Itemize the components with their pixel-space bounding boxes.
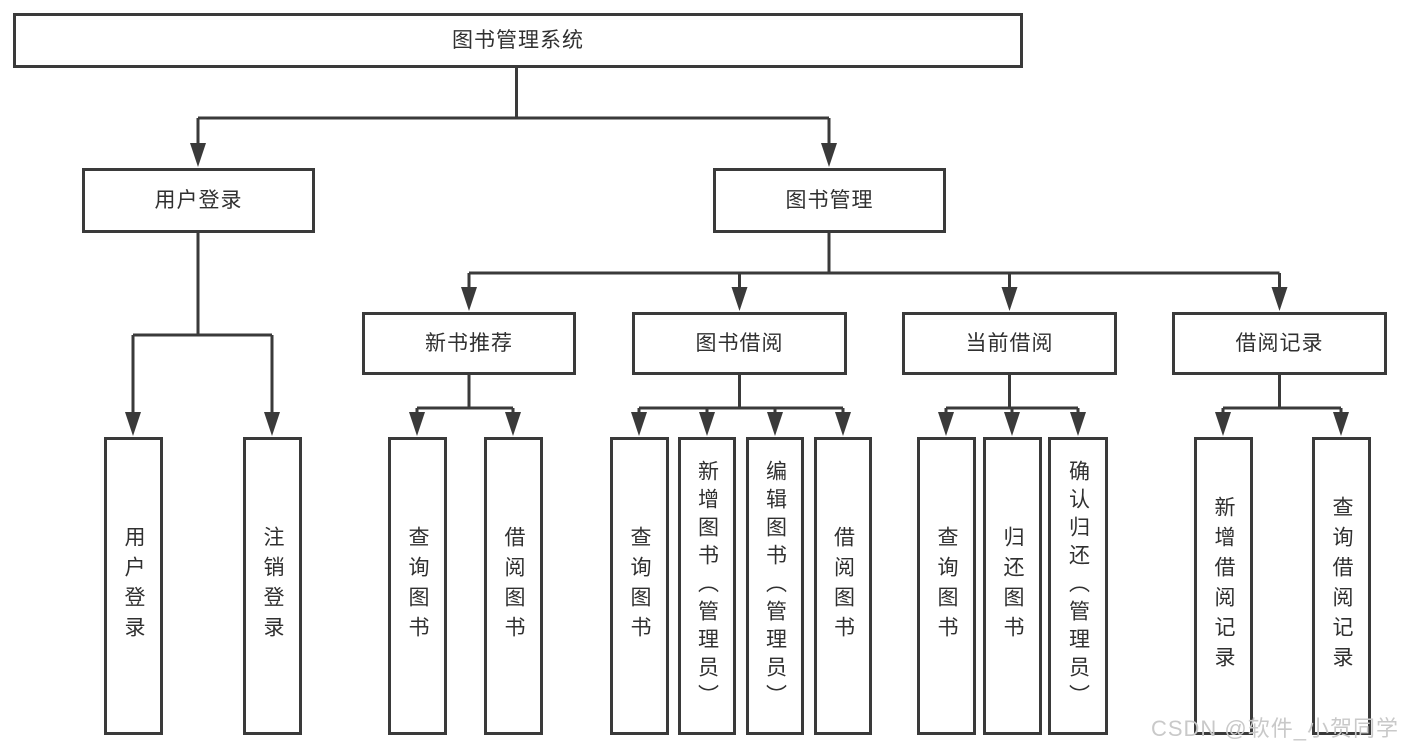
node-book-management: 图书管理 <box>713 168 946 233</box>
leaf-cb-confirm-return-admin-label: 确认归还（管理员） <box>1066 460 1090 712</box>
leaf-cb-return-books: 归还图书 <box>983 437 1042 735</box>
node-borrowing-records: 借阅记录 <box>1172 312 1387 375</box>
leaf-nbr-borrow-books: 借阅图书 <box>484 437 543 735</box>
leaf-bb-edit-book-admin: 编辑图书（管理员） <box>746 437 804 735</box>
leaf-cb-return-books-label: 归还图书 <box>1001 526 1024 646</box>
leaf-br-add-record-label: 新增借阅记录 <box>1212 496 1235 676</box>
leaf-logout: 注销登录 <box>243 437 302 735</box>
leaf-bb-query-books-label: 查询图书 <box>628 526 651 646</box>
leaf-user-login: 用户登录 <box>104 437 163 735</box>
node-current-borrowing: 当前借阅 <box>902 312 1117 375</box>
csdn-watermark: CSDN @软件_小贺同学 <box>1150 716 1399 741</box>
node-new-book-recommend: 新书推荐 <box>362 312 576 375</box>
leaf-bb-add-book-admin-label: 新增图书（管理员） <box>695 460 719 712</box>
leaf-nbr-query-books: 查询图书 <box>388 437 447 735</box>
leaf-cb-confirm-return-admin: 确认归还（管理员） <box>1048 437 1108 735</box>
leaf-bb-add-book-admin: 新增图书（管理员） <box>678 437 736 735</box>
leaf-cb-query-books: 查询图书 <box>917 437 976 735</box>
leaf-bb-query-books: 查询图书 <box>610 437 669 735</box>
node-book-borrowing: 图书借阅 <box>632 312 847 375</box>
leaf-bb-borrow-books-label: 借阅图书 <box>831 526 855 646</box>
leaf-bb-edit-book-admin-label: 编辑图书（管理员） <box>763 460 787 712</box>
node-user-login-branch: 用户登录 <box>82 168 315 233</box>
node-library-management-system: 图书管理系统 <box>13 13 1023 68</box>
leaf-user-login-label: 用户登录 <box>122 526 145 646</box>
leaf-br-add-record: 新增借阅记录 <box>1194 437 1253 735</box>
leaf-bb-borrow-books: 借阅图书 <box>814 437 872 735</box>
leaf-nbr-query-books-label: 查询图书 <box>406 526 429 646</box>
leaf-br-query-record: 查询借阅记录 <box>1312 437 1371 735</box>
edge-paths <box>131 68 1343 414</box>
leaf-nbr-borrow-books-label: 借阅图书 <box>502 526 525 646</box>
leaf-logout-label: 注销登录 <box>261 526 284 646</box>
leaf-br-query-record-label: 查询借阅记录 <box>1330 496 1353 676</box>
leaf-cb-query-books-label: 查询图书 <box>935 526 958 646</box>
